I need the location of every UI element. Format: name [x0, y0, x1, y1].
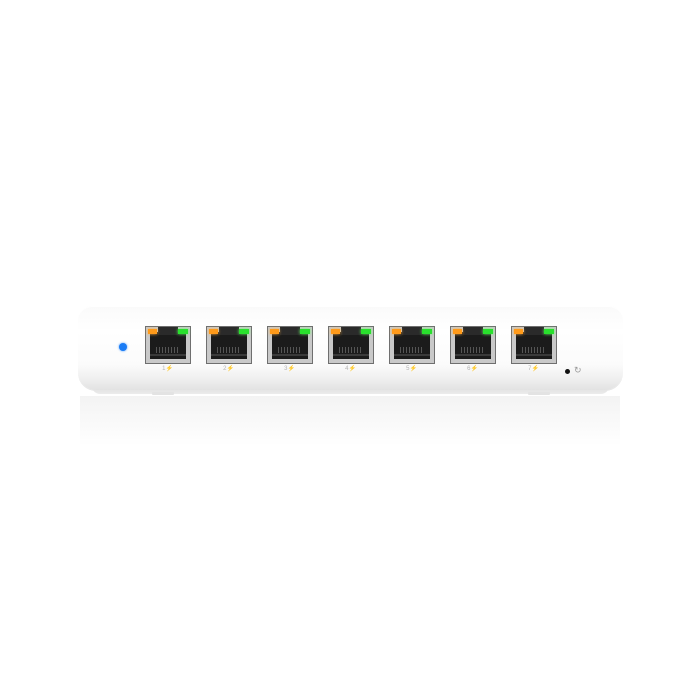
poe-icon: ⚡: [165, 366, 174, 372]
port-label: 2⚡: [223, 366, 235, 372]
switch-base: [92, 386, 609, 394]
surface-reflection: [80, 396, 620, 446]
ethernet-port-4: 4⚡: [328, 326, 374, 372]
reset-button: [565, 369, 570, 374]
port-label: 1⚡: [162, 366, 174, 372]
poe-icon: ⚡: [348, 366, 357, 372]
port-label: 4⚡: [345, 366, 357, 372]
switch-foot: [152, 392, 174, 395]
link-led-icon: [148, 329, 157, 334]
rj45-jack: [206, 326, 252, 364]
ethernet-port-2: 2⚡: [206, 326, 252, 372]
activity-led-icon: [361, 329, 371, 334]
port-label: 5⚡: [406, 366, 418, 372]
link-led-icon: [453, 329, 462, 334]
ethernet-port-6: 6⚡: [450, 326, 496, 372]
activity-led-icon: [239, 329, 249, 334]
status-led-icon: [119, 343, 127, 351]
port-label: 7⚡: [528, 366, 540, 372]
port-label: 3⚡: [284, 366, 296, 372]
poe-icon: ⚡: [226, 366, 235, 372]
activity-led-icon: [422, 329, 432, 334]
activity-led-icon: [178, 329, 188, 334]
poe-icon: ⚡: [531, 366, 540, 372]
poe-icon: ⚡: [470, 366, 479, 372]
link-led-icon: [331, 329, 340, 334]
ethernet-port-7: 7⚡: [511, 326, 557, 372]
rj45-jack: [511, 326, 557, 364]
link-led-icon: [392, 329, 401, 334]
link-led-icon: [209, 329, 218, 334]
poe-icon: ⚡: [287, 366, 296, 372]
link-led-icon: [270, 329, 279, 334]
rj45-jack: [328, 326, 374, 364]
rj45-jack: [450, 326, 496, 364]
activity-led-icon: [544, 329, 554, 334]
ethernet-port-5: 5⚡: [389, 326, 435, 372]
rj45-jack: [389, 326, 435, 364]
reset-icon: ↻: [574, 365, 582, 375]
rj45-jack: [145, 326, 191, 364]
activity-led-icon: [483, 329, 493, 334]
ethernet-port-3: 3⚡: [267, 326, 313, 372]
activity-led-icon: [300, 329, 310, 334]
rj45-jack: [267, 326, 313, 364]
link-led-icon: [514, 329, 523, 334]
poe-icon: ⚡: [409, 366, 418, 372]
ethernet-port-1: 1⚡: [145, 326, 191, 372]
port-label: 6⚡: [467, 366, 479, 372]
switch-foot: [528, 392, 550, 395]
